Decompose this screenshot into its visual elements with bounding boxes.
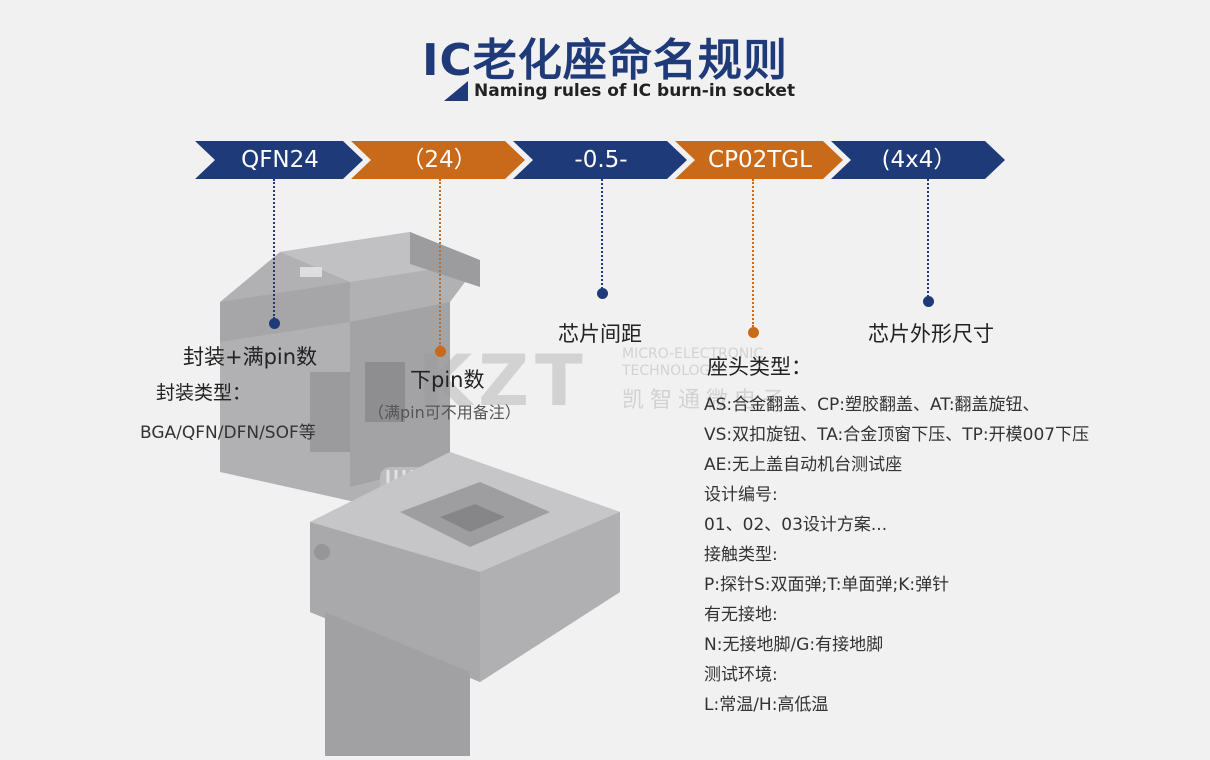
socket-line-11: L:常温/H:高低温 — [704, 695, 829, 715]
ribbon-label-size: (4x4） — [881, 147, 957, 173]
connector-line-package — [273, 179, 275, 319]
package-type-label: 封装类型： — [156, 382, 252, 404]
pin-note: （满pin可不用备注） — [368, 403, 521, 422]
ribbon-segment-2 — [351, 141, 525, 179]
ribbon-segment-4 — [675, 141, 843, 179]
socket-line-10: 测试环境: — [704, 665, 778, 685]
connector-dot-socket — [748, 327, 759, 338]
connector-line-pitch — [601, 179, 603, 289]
ribbon-label-pins: （24） — [401, 147, 477, 173]
ribbon-segment-1 — [195, 141, 363, 179]
ribbon-label-package: QFN24 — [241, 147, 319, 173]
size-title: 芯片外形尺寸 — [868, 322, 994, 346]
socket-line-3: AE:无上盖自动机台测试座 — [704, 455, 903, 475]
connector-dot-pitch — [597, 288, 608, 299]
socket-line-5: 01、02、03设计方案... — [704, 515, 888, 535]
watermark-en: MICRO-ELECTRONIC TECHNOLOGY — [622, 346, 764, 379]
naming-ribbon: QFN24 （24） -0.5- CP02TGL (4x4） — [195, 141, 1007, 179]
socket-line-1: AS:合金翻盖、CP:塑胶翻盖、AT:翻盖旋钮、 — [704, 395, 1040, 415]
ribbon-label-pitch: -0.5- — [574, 147, 628, 173]
socket-line-8: 有无接地: — [704, 605, 778, 625]
connector-line-socket — [752, 179, 754, 327]
ribbon-segment-5 — [831, 141, 1005, 179]
pitch-title: 芯片间距 — [558, 322, 642, 346]
subtitle-row: Naming rules of IC burn-in socket — [444, 80, 795, 102]
socket-line-7: P:探针S:双面弹;T:单面弹;K:弹针 — [704, 575, 950, 595]
connector-line-pins — [439, 179, 441, 347]
watermark-cn: 凯智通微电子 — [622, 388, 791, 413]
socket-line-2: VS:双扣旋钮、TA:合金顶窗下压、TP:开模007下压 — [704, 425, 1090, 445]
socket-line-6: 接触类型: — [704, 545, 778, 565]
page-title: IC老化座命名规则 — [422, 35, 788, 86]
triangle-icon — [444, 81, 468, 101]
socket-line-9: N:无接地脚/G:有接地脚 — [704, 635, 884, 655]
package-types: BGA/QFN/DFN/SOF等 — [140, 423, 316, 443]
ribbon-segment-3 — [513, 141, 687, 179]
connector-dot-package — [269, 318, 280, 329]
connector-dot-pins — [435, 346, 446, 357]
package-title: 封装+满pin数 — [183, 345, 318, 369]
socket-product-image — [150, 212, 630, 756]
socket-title: 座头类型： — [707, 355, 812, 379]
ribbon-label-socket: CP02TGL — [708, 147, 812, 173]
connector-line-size — [927, 179, 929, 297]
pin-title: 下pin数 — [410, 368, 485, 392]
connector-dot-size — [923, 296, 934, 307]
page-subtitle: Naming rules of IC burn-in socket — [474, 81, 796, 101]
socket-line-4: 设计编号: — [704, 485, 778, 505]
